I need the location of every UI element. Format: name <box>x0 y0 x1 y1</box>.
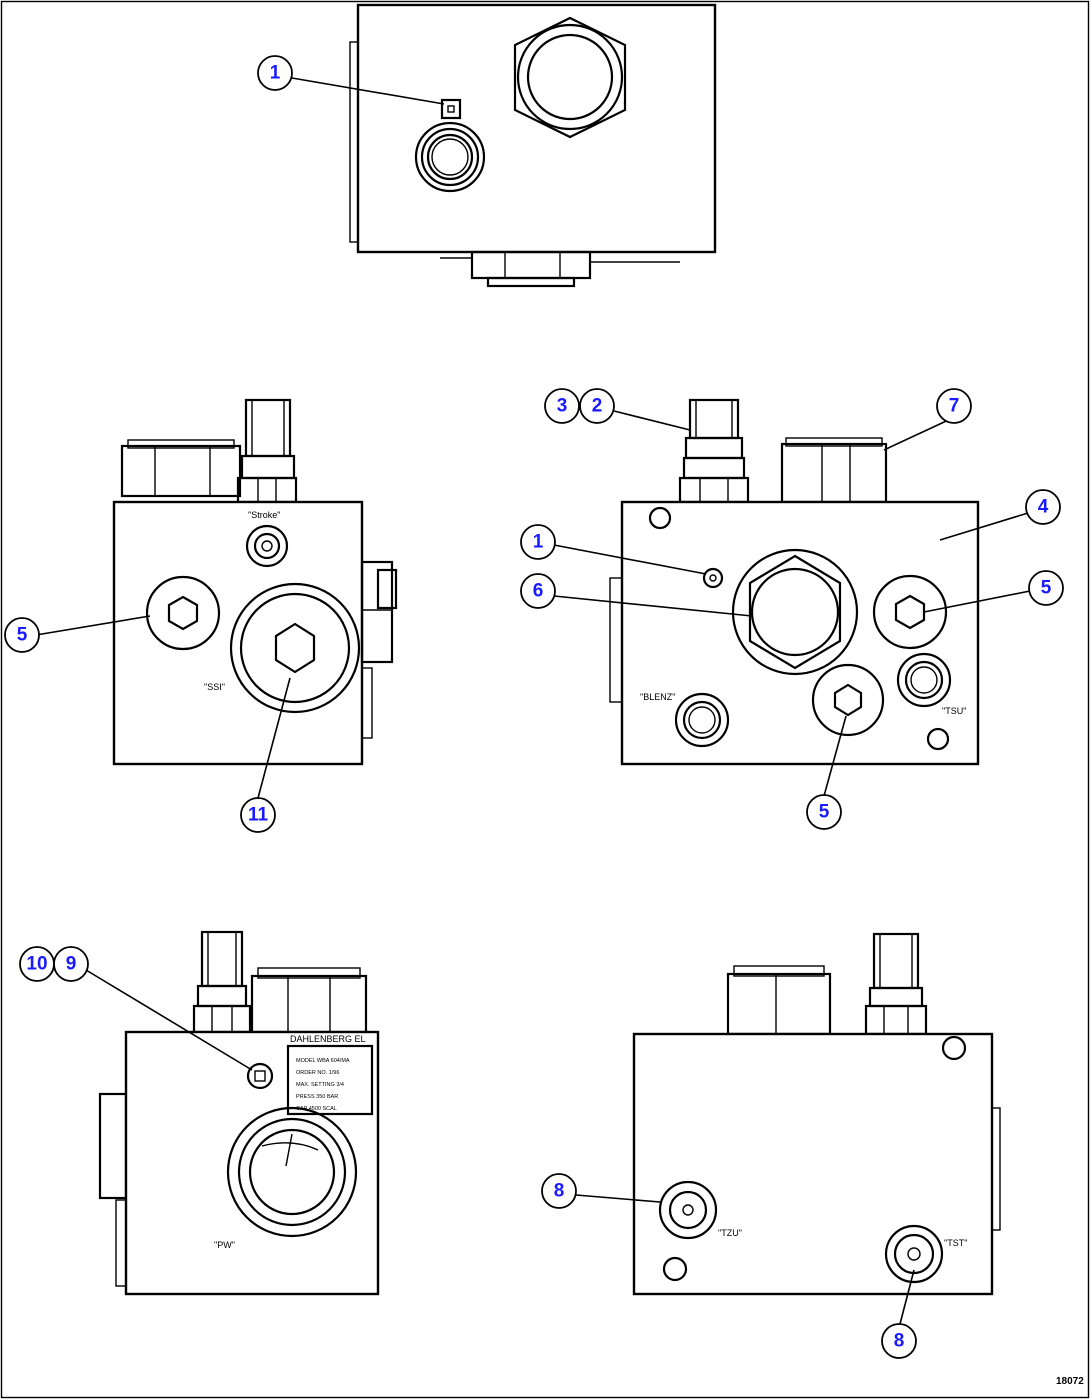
svg-text:5: 5 <box>819 802 830 823</box>
drawing-id: 18072 <box>1056 1376 1084 1387</box>
hex-plug <box>513 16 627 139</box>
port-item-5-front-a <box>872 574 948 650</box>
svg-text:1: 1 <box>533 532 544 553</box>
callout-8-a: 8 <box>541 1173 577 1209</box>
svg-text:8: 8 <box>894 1331 905 1352</box>
port-item-8-b <box>884 1224 944 1284</box>
svg-text:5: 5 <box>1041 578 1052 599</box>
plate-line-5: CAP 4500 SCAL <box>296 1106 337 1112</box>
plate-header: DAHLENBERG EL <box>290 1034 366 1044</box>
callout-7: 7 <box>936 388 972 424</box>
svg-text:10: 10 <box>26 954 47 975</box>
callout-5-left: 5 <box>4 617 40 653</box>
callout-9: 9 <box>53 946 89 982</box>
callouts: 1 5 11 3 2 7 4 1 <box>4 55 1064 1359</box>
callout-3: 3 <box>544 388 580 424</box>
callout-10: 10 <box>19 946 55 982</box>
svg-text:2: 2 <box>592 396 603 417</box>
svg-text:4: 4 <box>1038 497 1049 518</box>
valve-body-back <box>632 1032 994 1296</box>
port-label-tzu: "TZU" <box>718 1228 742 1238</box>
callout-4: 4 <box>1025 489 1061 525</box>
callout-8-b: 8 <box>881 1323 917 1359</box>
view-rear: DAHLENBERG EL MODEL WBA 604/MA ORDER NO.… <box>98 930 380 1296</box>
port-label-ssi: "SSI" <box>204 682 225 692</box>
sensor-fitting-front <box>688 398 740 440</box>
valve-body-left <box>112 500 364 766</box>
svg-text:5: 5 <box>17 625 28 646</box>
svg-text:11: 11 <box>248 805 269 826</box>
port-item-5-left <box>145 575 221 651</box>
leader-lines <box>35 77 1031 1325</box>
svg-text:1: 1 <box>270 63 281 84</box>
plate-line-4: PRESS 350 BAR <box>296 1094 338 1100</box>
plug-item-1 <box>440 98 462 120</box>
view-left: "Stroke" "SSI" <box>112 398 398 766</box>
callout-6: 6 <box>520 573 556 609</box>
plug-item-7 <box>780 442 888 504</box>
view-back: "TZU" "TST" <box>632 932 1001 1296</box>
hex-plug-item-6 <box>731 548 859 676</box>
view-top <box>349 3 717 288</box>
callout-11: 11 <box>240 797 276 833</box>
callout-1-top: 1 <box>257 55 293 91</box>
port-label-blenz: "BLENZ" <box>640 692 675 702</box>
plate-line-1: MODEL WBA 604/MA <box>296 1058 350 1064</box>
svg-text:3: 3 <box>557 396 568 417</box>
callout-2: 2 <box>579 388 615 424</box>
plug-item-1-front <box>702 567 724 589</box>
port-item-8-a <box>658 1180 718 1240</box>
valve-body-top <box>356 3 717 254</box>
large-port-rear <box>226 1106 358 1238</box>
port-item-5-front-b <box>811 663 885 737</box>
svg-text:9: 9 <box>66 954 77 975</box>
plate-line-2: ORDER NO. 1/96 <box>296 1070 339 1076</box>
port-label-pw: "PW" <box>214 1240 235 1250</box>
callout-1-front: 1 <box>520 524 556 560</box>
port-label-stroke-left: "Stroke" <box>248 510 280 520</box>
port-label-tsu: "TSU" <box>942 706 966 716</box>
svg-text:8: 8 <box>554 1181 565 1202</box>
callout-5-front-a: 5 <box>1028 570 1064 606</box>
view-front: "BLENZ" "TSU" <box>609 398 980 766</box>
plate-line-3: MAX. SETTING 3/4 <box>296 1082 344 1088</box>
svg-text:6: 6 <box>533 581 544 602</box>
port-label-tst: "TST" <box>944 1238 967 1248</box>
name-plate <box>286 1044 374 1116</box>
plug-item-9 <box>246 1062 274 1090</box>
callout-5-front-b: 5 <box>806 794 842 830</box>
port-item-11 <box>229 582 361 714</box>
valve-body-front <box>620 500 980 766</box>
svg-text:7: 7 <box>949 396 960 417</box>
